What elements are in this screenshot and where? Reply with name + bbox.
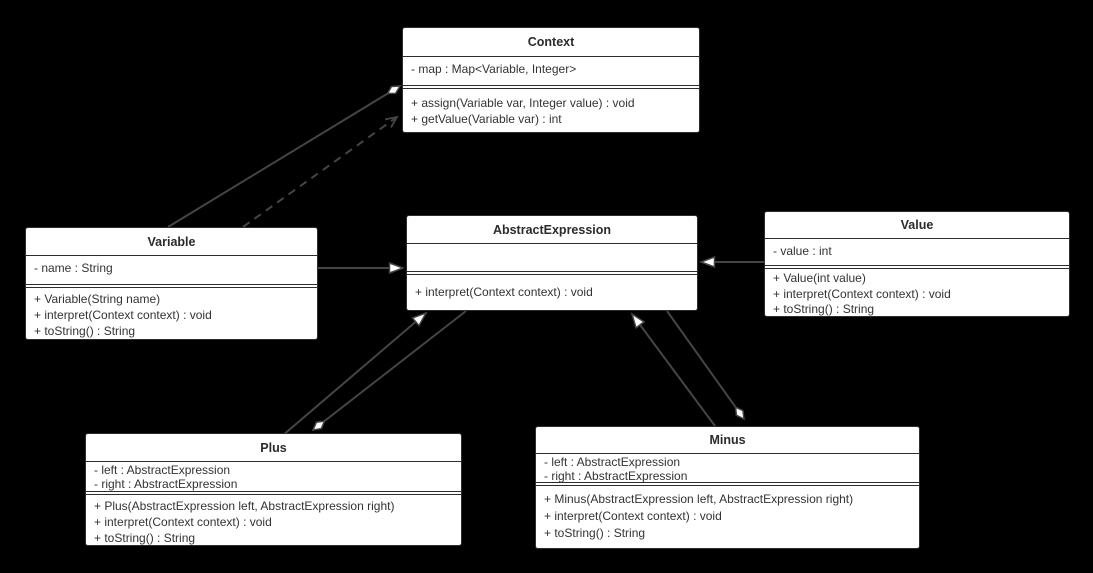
class-member-text: + toString() : String xyxy=(544,526,646,540)
class-member-text: + interpret(Context context) : void xyxy=(773,286,951,301)
class-member-text: - left : AbstractExpression xyxy=(544,455,681,469)
edge-plus-abstractexpression-generalization[interactable] xyxy=(281,313,426,437)
edge-minus-abstractexpression-aggregation[interactable] xyxy=(666,310,745,421)
class-member-text: + interpret(Context context) : void xyxy=(544,509,722,523)
class-value[interactable]: Value - value : int + Value(int value)+ … xyxy=(764,211,1070,317)
class-plus-methods: + Plus(AbstractExpression left, Abstract… xyxy=(86,494,461,545)
class-member-text: - name : String xyxy=(34,261,113,275)
class-member-text: + toString() : String xyxy=(94,531,196,545)
class-member-text: + Plus(AbstractExpression left, Abstract… xyxy=(94,499,395,513)
class-abstractexpression-attributes xyxy=(407,244,697,272)
class-member-text: + getValue(Variable var) : int xyxy=(411,112,562,126)
class-context-title: Context xyxy=(403,28,699,57)
class-member-text: + toString() : String xyxy=(773,302,875,316)
class-minus-attributes: - left : AbstractExpression- right : Abs… xyxy=(536,454,919,483)
class-abstractexpression[interactable]: AbstractExpression + interpret(Context c… xyxy=(406,215,698,311)
class-abstractexpression-methods: + interpret(Context context) : void xyxy=(407,274,697,310)
class-context-methods: + assign(Variable var, Integer value) : … xyxy=(403,88,699,132)
class-plus[interactable]: Plus - left : AbstractExpression- right … xyxy=(85,433,462,546)
class-plus-attributes: - left : AbstractExpression- right : Abs… xyxy=(86,462,461,492)
edge-plus-abstractexpression-aggregation[interactable] xyxy=(311,310,467,431)
class-member-text: + assign(Variable var, Integer value) : … xyxy=(411,96,635,110)
class-abstractexpression-title: AbstractExpression xyxy=(407,216,697,244)
class-variable-title: Variable xyxy=(26,228,317,256)
class-member-text: - right : AbstractExpression xyxy=(544,469,688,483)
class-member-text: + Minus(AbstractExpression left, Abstrac… xyxy=(544,492,854,506)
edge-context-variable-aggregation[interactable] xyxy=(167,85,402,228)
class-variable-attributes: - name : String xyxy=(26,256,317,285)
class-variable-methods: + Variable(String name) + interpret(Conte… xyxy=(26,287,317,339)
class-plus-title: Plus xyxy=(86,434,461,462)
class-value-attributes: - value : int xyxy=(765,239,1069,266)
class-member-text: + Variable(String name) xyxy=(34,292,161,306)
class-member-text: + interpret(Context context) : void xyxy=(94,515,272,529)
class-member-text: - value : int xyxy=(773,244,832,258)
class-context-attributes: - map : Map<Variable, Integer> xyxy=(403,57,699,86)
class-member-text: - right : AbstractExpression xyxy=(94,477,238,491)
class-minus[interactable]: Minus - left : AbstractExpression- right… xyxy=(535,426,920,549)
class-member-text: - left : AbstractExpression xyxy=(94,463,231,477)
class-member-text: + toString() : String xyxy=(34,324,136,338)
class-member-text: + interpret(Context context) : void xyxy=(415,285,593,299)
class-context[interactable]: Context - map : Map<Variable, Integer> +… xyxy=(402,27,700,133)
class-minus-title: Minus xyxy=(536,427,919,454)
edge-minus-abstractexpression-generalization[interactable] xyxy=(632,314,716,427)
class-member-text: + interpret(Context context) : void xyxy=(34,308,212,322)
class-variable[interactable]: Variable - name : String + Variable(Stri… xyxy=(25,227,318,340)
edge-variable-context-dependency[interactable] xyxy=(242,115,399,228)
class-member-text: - map : Map<Variable, Integer> xyxy=(411,62,577,76)
class-value-methods: + Value(int value)+ interpret(Context co… xyxy=(765,268,1069,316)
class-member-text: + Value(int value) xyxy=(773,271,866,285)
class-value-title: Value xyxy=(765,212,1069,239)
class-minus-methods: + Minus(AbstractExpression left, Abstrac… xyxy=(536,485,919,548)
